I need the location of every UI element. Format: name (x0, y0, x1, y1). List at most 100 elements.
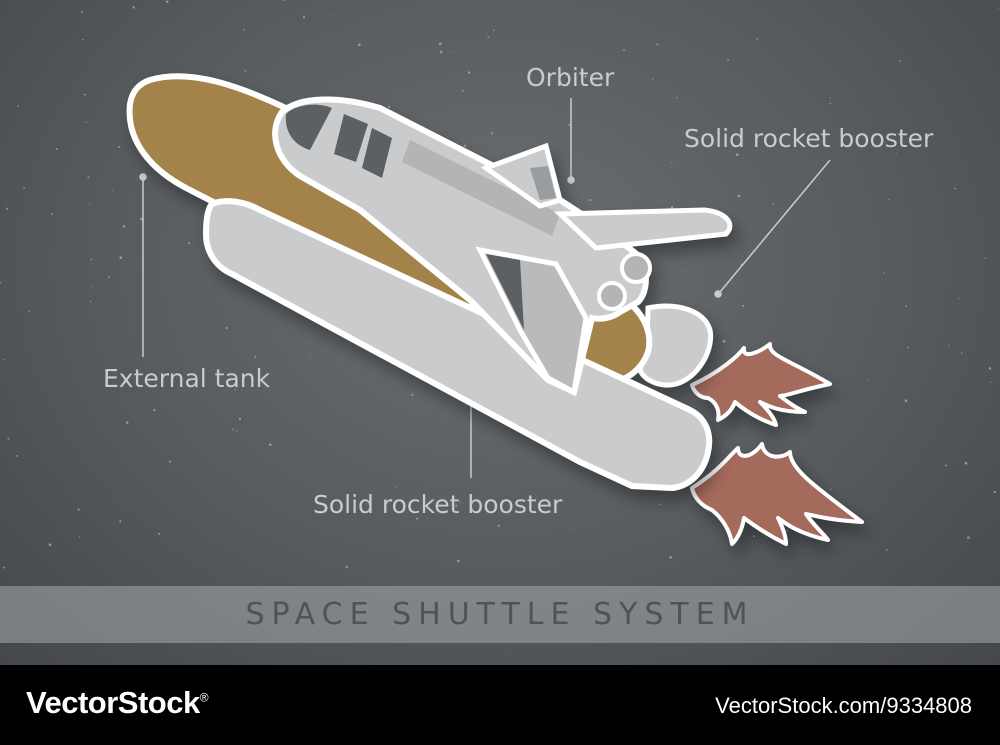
star (830, 488, 832, 490)
star (735, 153, 739, 157)
star (906, 346, 909, 349)
diagram-title: SPACE SHUTTLE SYSTEM (245, 597, 755, 632)
star (623, 49, 625, 51)
star (330, 15, 332, 17)
star (3, 358, 5, 360)
star (863, 255, 865, 257)
star (945, 464, 947, 467)
star (895, 152, 897, 154)
orbiter-label: Orbiter (526, 63, 615, 92)
solid-rocket-booster-upper-label: Solid rocket booster (684, 124, 934, 153)
star (395, 487, 397, 489)
star (269, 443, 272, 446)
star (960, 352, 963, 355)
registered-mark: ® (199, 690, 209, 705)
vectorstock-brand: VectorStock (26, 685, 200, 720)
star (998, 7, 1000, 9)
star (119, 520, 122, 523)
star (584, 75, 587, 78)
star (676, 97, 678, 99)
star (125, 421, 129, 424)
star (737, 194, 741, 198)
star (669, 556, 672, 559)
star (449, 51, 451, 53)
star (232, 428, 234, 430)
external-tank-label: External tank (103, 364, 271, 393)
star (883, 272, 885, 274)
star (90, 258, 93, 261)
star (899, 59, 902, 62)
star (652, 78, 654, 80)
star (0, 281, 2, 284)
star (358, 43, 361, 47)
star (984, 257, 987, 260)
star (727, 58, 730, 61)
star (442, 510, 446, 513)
star (122, 225, 126, 228)
star (165, 0, 169, 3)
star (455, 504, 458, 507)
star (724, 185, 726, 187)
watermark-bar: VectorStock® VectorStock.com/9334808 (0, 665, 1000, 745)
star (493, 29, 495, 31)
star (439, 50, 443, 54)
star (958, 297, 961, 299)
star (964, 461, 968, 465)
star (5, 207, 9, 210)
star (225, 326, 228, 330)
star (88, 203, 90, 206)
star (140, 217, 143, 221)
srb-upper-leader-line (719, 159, 831, 293)
vectorstock-logo: VectorStock® (26, 685, 209, 721)
star (153, 408, 156, 412)
star (491, 132, 494, 135)
star (118, 146, 121, 149)
star (234, 389, 236, 391)
star (119, 256, 123, 260)
star (438, 42, 442, 46)
star (2, 566, 5, 569)
star (92, 286, 94, 288)
star (77, 508, 80, 511)
star (82, 39, 84, 41)
star (188, 242, 191, 245)
star (89, 300, 92, 303)
star (463, 144, 467, 147)
star (967, 536, 970, 539)
solid-rocket-booster-lower-label: Solid rocket booster (313, 490, 563, 519)
star (55, 147, 58, 150)
star (416, 517, 419, 520)
star (244, 70, 247, 72)
star (660, 284, 662, 286)
space-shuttle-illustration (0, 0, 1000, 569)
star (656, 43, 659, 46)
star (771, 203, 774, 205)
star (457, 559, 460, 563)
star (345, 565, 349, 569)
star (168, 460, 172, 463)
star (569, 529, 571, 531)
star (50, 213, 53, 215)
star (659, 503, 662, 506)
star (132, 6, 135, 9)
star (238, 417, 242, 421)
star (905, 305, 907, 308)
star (242, 28, 245, 31)
star (988, 367, 992, 370)
star (78, 536, 81, 538)
star (993, 490, 996, 494)
star (87, 176, 90, 178)
star (309, 356, 311, 358)
star (85, 121, 87, 123)
star (753, 535, 755, 538)
star (459, 501, 462, 503)
star (158, 532, 161, 535)
star (497, 524, 500, 527)
star (80, 11, 83, 14)
title-band: SPACE SHUTTLE SYSTEM (0, 586, 1000, 643)
space-shuttle-icon (126, 73, 733, 492)
star (112, 189, 114, 191)
star (904, 399, 908, 402)
star (17, 105, 19, 107)
